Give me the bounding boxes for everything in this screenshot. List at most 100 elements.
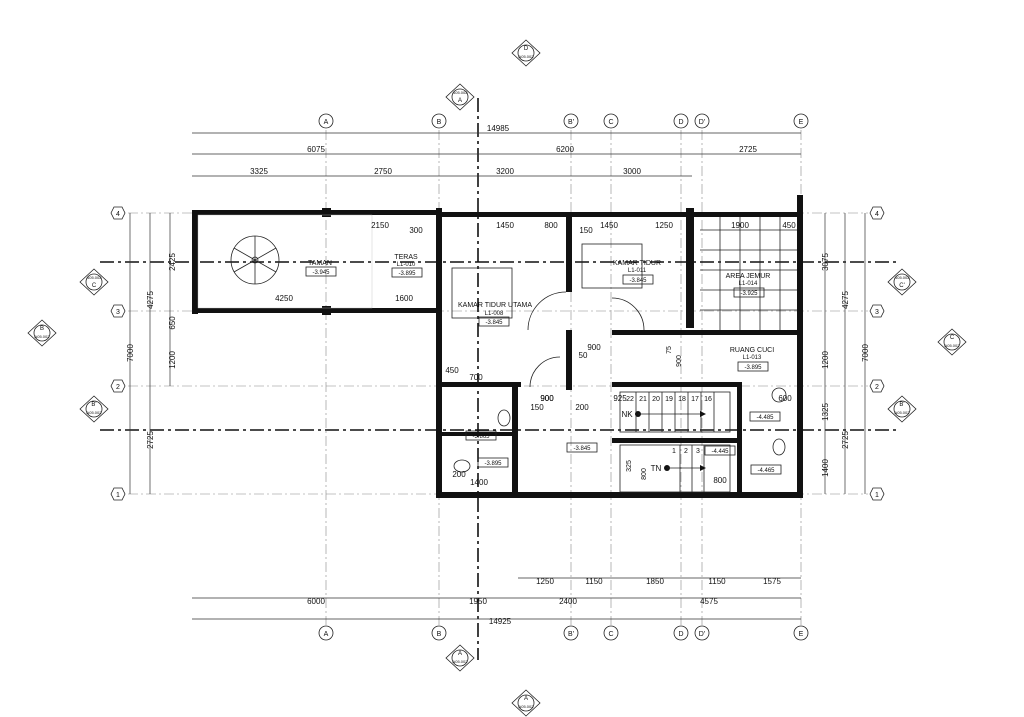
svg-text:-3.865: -3.865: [472, 434, 490, 440]
svg-text:4275: 4275: [146, 291, 155, 309]
svg-text:C: C: [92, 283, 97, 289]
dim-top-b: 2750: [374, 167, 392, 176]
svg-text:D': D': [699, 631, 705, 638]
grid-bubble-D-bottom: D: [673, 625, 689, 641]
svg-text:A05.002: A05.002: [519, 704, 535, 709]
svg-text:17: 17: [691, 396, 699, 403]
svg-text:2425: 2425: [168, 253, 177, 271]
grid-bubble-C-top: C: [603, 113, 619, 129]
svg-text:1150: 1150: [585, 577, 603, 586]
svg-text:A: A: [458, 98, 462, 104]
svg-text:D': D': [699, 119, 705, 126]
dim-top-1: 6075: [307, 145, 325, 154]
arrow-right-icon: [700, 411, 706, 417]
right-dimensions: 7000 4275 2725 3075 1200 1325 1400: [821, 213, 870, 494]
level-tags: -3.865 -3.895 -3.845 -4.485 -4.445 -4.46…: [465, 411, 782, 475]
grid-bubble-D-top: D: [673, 113, 689, 129]
svg-text:-4.485: -4.485: [756, 415, 774, 421]
stairs: 22 21 20 19 18 17 16 1 2 3 NK TN: [619, 391, 731, 493]
grid-bubbles-bottom: A B B' C D D' E: [318, 625, 809, 641]
left-dimensions: 7000 4275 2725 2425 650 1200: [126, 213, 177, 494]
grid-bubble-3-left: 3: [110, 304, 126, 318]
grid-bubble-A-bottom: A: [318, 625, 334, 641]
svg-text:1575: 1575: [763, 577, 781, 586]
svg-text:450: 450: [782, 221, 796, 230]
room-name-taman: TAMAN: [308, 260, 332, 267]
svg-text:50: 50: [579, 351, 588, 360]
svg-text:A05.002: A05.002: [895, 410, 911, 415]
svg-text:1450: 1450: [600, 221, 618, 230]
svg-text:3: 3: [116, 309, 120, 316]
svg-text:A: A: [324, 119, 329, 126]
grid-bubbles-side: 4 3 2 1 4 3 2 1: [110, 206, 885, 501]
svg-text:800: 800: [544, 221, 558, 230]
grid-lines: [128, 130, 868, 625]
svg-text:4275: 4275: [841, 291, 850, 309]
svg-text:650: 650: [168, 316, 177, 330]
svg-text:C: C: [608, 119, 613, 126]
grid-bubble-A-top: A: [318, 113, 334, 129]
garden-area: [197, 214, 373, 309]
svg-text:925: 925: [613, 394, 627, 403]
grid-bubble-B-bottom: B: [431, 625, 447, 641]
svg-text:E: E: [799, 119, 804, 126]
grid-bubble-D2-bottom: D': [694, 625, 710, 641]
svg-text:6000: 6000: [307, 597, 325, 606]
svg-text:1450: 1450: [496, 221, 514, 230]
room-level-drying-area: -3.925: [740, 291, 758, 297]
grid-bubble-E-top: E: [793, 113, 809, 129]
svg-text:2150: 2150: [371, 221, 389, 230]
svg-text:1950: 1950: [469, 597, 487, 606]
grid-bubble-4-right: 4: [869, 206, 885, 220]
svg-text:900: 900: [587, 343, 601, 352]
section-lines: [100, 98, 900, 660]
svg-text:1: 1: [672, 448, 676, 455]
svg-text:-4.465: -4.465: [757, 468, 775, 474]
toilet-icon: [497, 409, 511, 427]
svg-text:2: 2: [684, 448, 688, 455]
svg-text:1: 1: [875, 492, 879, 499]
svg-text:325: 325: [626, 460, 633, 472]
svg-text:B: B: [40, 326, 44, 332]
svg-text:B: B: [437, 631, 442, 638]
svg-text:16: 16: [704, 396, 712, 403]
svg-text:2725: 2725: [841, 431, 850, 449]
bed-icon-2: [581, 243, 643, 289]
svg-text:C: C: [608, 631, 613, 638]
svg-text:200: 200: [452, 470, 466, 479]
room-name-teras: TERAS: [394, 254, 418, 261]
svg-text:1900: 1900: [731, 221, 749, 230]
section-marker-B-left2: B'A05.002: [79, 395, 109, 423]
room-code-bedroom: L1-011: [628, 268, 647, 274]
svg-text:B: B: [437, 119, 442, 126]
walls: [192, 195, 803, 498]
svg-text:150: 150: [579, 226, 593, 235]
svg-text:1250: 1250: [536, 577, 554, 586]
svg-text:700: 700: [469, 373, 483, 382]
svg-text:3: 3: [875, 309, 879, 316]
top-dimensions: 14985 6075 6200 2725 3325 2750 3200 3000: [192, 124, 801, 177]
room-level-laundry: -3.895: [744, 365, 762, 371]
drying-area-tiles: [700, 217, 797, 330]
svg-text:A: A: [324, 631, 329, 638]
svg-text:3: 3: [696, 448, 700, 455]
svg-text:D: D: [678, 119, 683, 126]
grid-bubbles-top: A B B' C D D' E: [318, 113, 809, 129]
svg-text:B': B': [899, 402, 904, 408]
svg-text:7000: 7000: [861, 344, 870, 362]
svg-text:800: 800: [641, 468, 648, 480]
fixtures: [451, 243, 787, 473]
svg-text:1: 1: [116, 492, 120, 499]
room-code-drying-area: L1-014: [739, 281, 758, 287]
svg-text:2400: 2400: [559, 597, 577, 606]
svg-text:A: A: [458, 651, 462, 657]
svg-text:A05.002: A05.002: [945, 343, 961, 348]
svg-text:900: 900: [540, 394, 554, 403]
